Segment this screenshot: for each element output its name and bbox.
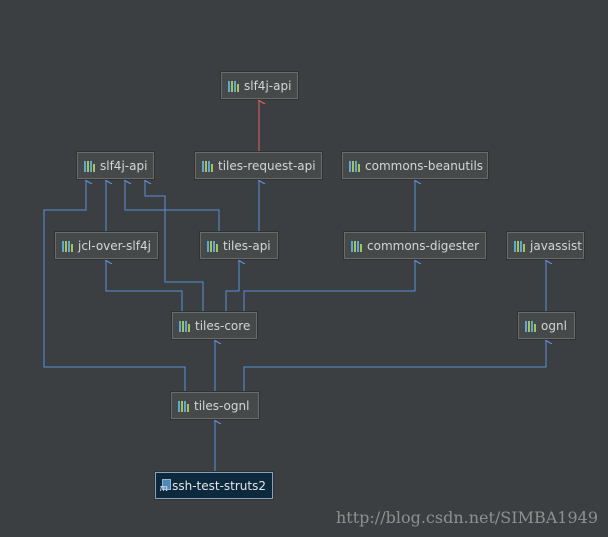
library-icon <box>178 400 189 412</box>
library-icon <box>179 320 190 332</box>
library-icon <box>62 240 73 252</box>
node-tiles-request-api[interactable]: tiles-request-api <box>195 152 322 179</box>
library-icon <box>514 240 525 252</box>
watermark: http://blog.csdn.net/SIMBA1949 <box>336 508 598 527</box>
edge-tiles-core-to-jcl-over-slf4j <box>106 260 183 312</box>
node-label: jcl-over-slf4j <box>78 238 151 253</box>
edge-tiles-core-to-slf4j-api <box>145 180 204 312</box>
node-label: commons-digester <box>367 238 480 253</box>
node-label: javassist <box>530 238 582 253</box>
node-label: tiles-api <box>223 238 271 253</box>
library-icon <box>351 240 362 252</box>
library-icon <box>207 240 218 252</box>
edge-tiles-core-to-tiles-api <box>225 260 239 312</box>
maven-module-icon: m <box>160 479 171 494</box>
node-label: ognl <box>541 318 567 333</box>
node-label: slf4j-api <box>100 158 148 173</box>
node-javassist[interactable]: javassist <box>507 232 584 259</box>
library-icon <box>525 320 536 332</box>
edge-tiles-ognl-to-slf4j-api <box>43 180 186 392</box>
node-label: commons-beanutils <box>365 158 484 173</box>
node-commons-beanutils[interactable]: commons-beanutils <box>342 152 488 179</box>
node-label: tiles-request-api <box>218 158 316 173</box>
node-jcl-over-slf4j[interactable]: jcl-over-slf4j <box>55 232 158 259</box>
library-icon <box>228 80 239 92</box>
node-ssh-test-struts2[interactable]: m ssh-test-struts2 <box>155 472 273 499</box>
node-label: tiles-ognl <box>194 398 250 413</box>
edge-tiles-api-to-slf4j-api <box>125 180 220 232</box>
library-icon <box>84 160 95 172</box>
node-slf4j-api[interactable]: slf4j-api <box>77 152 154 179</box>
node-tiles-core[interactable]: tiles-core <box>172 312 257 339</box>
edge-tiles-core-to-commons-digester <box>243 260 415 312</box>
node-slf4j-api-top[interactable]: slf4j-api <box>221 72 298 99</box>
edge-tiles-ognl-to-ognl <box>243 340 546 392</box>
node-ognl[interactable]: ognl <box>518 312 575 339</box>
node-label: slf4j-api <box>244 78 292 93</box>
node-label: tiles-core <box>195 318 251 333</box>
node-commons-digester[interactable]: commons-digester <box>344 232 486 259</box>
library-icon <box>202 160 213 172</box>
library-icon <box>349 160 360 172</box>
node-tiles-ognl[interactable]: tiles-ognl <box>171 392 259 419</box>
node-label: ssh-test-struts2 <box>172 478 266 493</box>
node-tiles-api[interactable]: tiles-api <box>200 232 278 259</box>
